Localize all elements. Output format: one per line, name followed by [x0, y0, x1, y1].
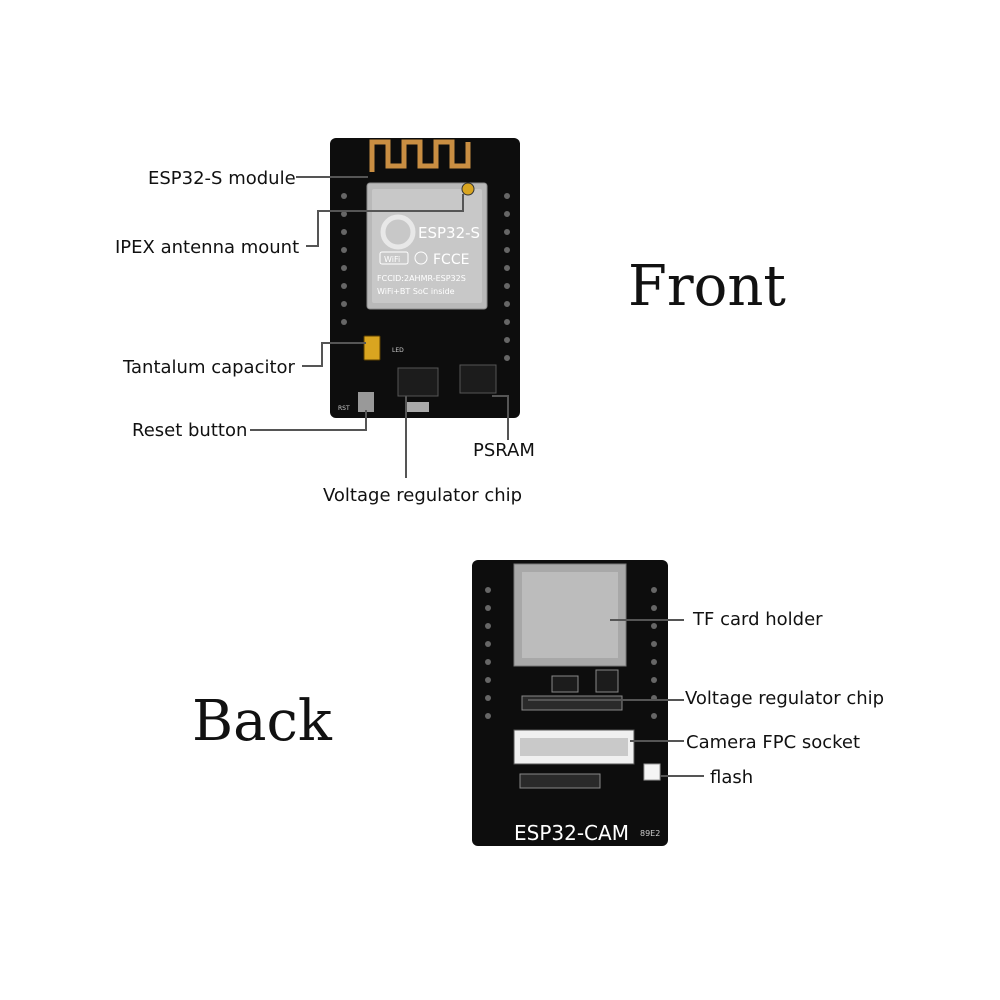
bluetooth-icon — [414, 251, 428, 265]
front-left-pins — [341, 193, 347, 325]
fccid-text: FCCID:2AHMR-ESP32S — [377, 274, 466, 283]
label-psram: PSRAM — [473, 440, 535, 461]
front-voltage-regulator — [397, 367, 439, 397]
back-leader-lines — [528, 619, 704, 777]
leader-psram — [492, 395, 509, 440]
title-front: Front — [628, 254, 786, 319]
camera-fpc-slot — [520, 738, 628, 756]
wifi-logo-box — [379, 251, 409, 265]
title-back: Back — [192, 689, 333, 754]
label-tf-card-holder: TF card holder — [692, 609, 823, 630]
tf-card-holder-face — [522, 572, 618, 658]
pcb-antenna-trace — [369, 139, 471, 172]
leader-reset — [250, 410, 367, 431]
label-tantalum-capacitor: Tantalum capacitor — [122, 357, 296, 378]
front-solder-pad — [405, 402, 429, 412]
back-board: ESP32-CAM 89E2 — [472, 560, 668, 846]
module-model-text: ESP32-S — [418, 224, 480, 242]
soc-text: WiFi+BT SoC inside — [377, 287, 455, 296]
back-small-ic — [551, 675, 579, 693]
front-right-pins — [504, 193, 510, 361]
flash-led — [643, 763, 661, 781]
tantalum-capacitor — [363, 335, 381, 361]
label-camera-fpc: Camera FPC socket — [686, 732, 860, 753]
back-left-pins — [485, 587, 491, 719]
label-flash: flash — [710, 767, 753, 788]
back-component-row — [521, 695, 623, 711]
wifi-logo-text: WiFi — [384, 255, 400, 264]
psram-chip — [459, 364, 497, 394]
leader-ipex-antenna — [306, 194, 464, 247]
rst-marking: RST — [338, 405, 350, 412]
ipex-connector — [461, 182, 475, 196]
reset-button-body — [358, 392, 374, 412]
label-esp32-module: ESP32-S module — [148, 168, 296, 189]
espressif-logo — [380, 214, 416, 250]
fcc-mark-text: FCCE — [433, 252, 469, 268]
led-marking: LED — [392, 347, 404, 354]
board-code-text: 89E2 — [640, 829, 660, 838]
label-front-voltage-regulator: Voltage regulator chip — [323, 485, 522, 506]
label-ipex-antenna: IPEX antenna mount — [115, 237, 299, 258]
back-component-row-2 — [519, 773, 601, 789]
board-name-text: ESP32-CAM — [514, 821, 629, 845]
front-leader-lines — [250, 176, 509, 478]
leader-tantalum — [302, 342, 366, 367]
back-voltage-regulator — [595, 669, 619, 693]
label-reset-button: Reset button — [132, 420, 247, 441]
label-back-voltage-regulator: Voltage regulator chip — [685, 688, 884, 709]
front-board: ESP32-S WiFi FCCE FCCID:2AHMR-ESP32S WiF… — [330, 138, 520, 418]
